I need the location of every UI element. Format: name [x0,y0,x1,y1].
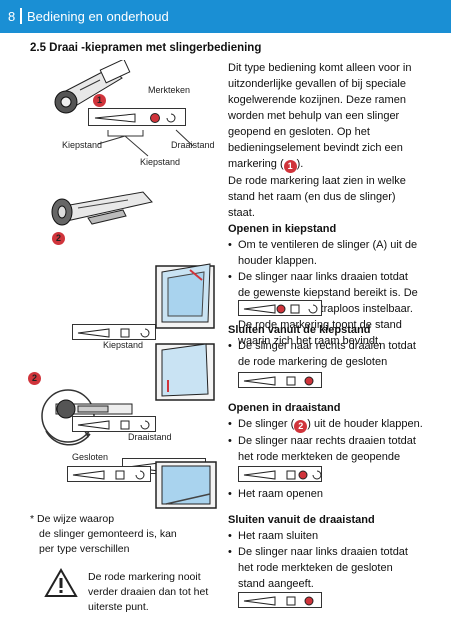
callout-1: 1 [93,94,106,107]
close-turn-bullet-2: De slinger naar links draaien totdat [228,544,443,560]
intro-line: stand het raam (en dus de slinger) [228,191,396,203]
heading-open-turn: Openen in draaistand [228,402,341,414]
open-turn-bullet-1-suffix: ) uit de houder klappen. [307,418,423,430]
label-kiepstand-scale: Kiepstand [103,340,144,350]
position-scale-kiepstand [72,324,156,340]
open-turn-bullet-1: De slinger (2) uit de houder klappen. [228,416,443,433]
window-tilt-illustration [155,263,215,329]
intro-line: worden met behulp van een slinger [228,110,400,122]
footnote-line: de slinger gemonteerd is, kan [39,528,177,540]
warning-line: De rode markering nooit [88,571,201,583]
callout-2b: 2 [28,372,41,385]
warning-line: verder draaien dan tot het [88,586,209,598]
callout-2a: 2 [52,232,65,245]
intro-line: geopend en gesloten. Op het [228,126,370,138]
label-merkteken: Merkteken [148,85,191,95]
close-turn-bullet-2-cont: het rode merkteken de gesloten [238,562,393,574]
position-scale-close-turn [238,592,322,608]
open-tilt-bullet-2: De slinger naar links draaien totdat [228,269,443,285]
close-turn-bullet-1: Het raam sluiten [228,528,443,544]
marker-number-icon: 1 [283,160,297,173]
position-scale-large [88,108,186,126]
header-title: Bediening en onderhoud [27,9,169,24]
intro-line: staat. [228,207,255,219]
footnote-line: per type verschillen [39,543,130,555]
intro-marker-line: markering (1). [228,156,443,173]
warning-text: De rode markering nooit verder draaien d… [88,570,208,615]
intro-line: kogelwerende kozijnen. Deze ramen [228,94,406,106]
open-turn-bullet-2: De slinger naar rechts draaien totdat [228,433,443,449]
crank-handle-illustration-2 [51,191,153,226]
open-window-text: Het raam openen [228,486,443,502]
label-gesloten: Gesloten [72,452,109,462]
header-divider [20,8,22,24]
open-tilt-bullet-1: Om te ventileren de slinger (A) uit de [228,237,443,253]
position-scale-open-tilt [238,300,322,316]
label-kiepstand-left: Kiepstand [62,140,103,150]
window-tilt-closed-illustration [155,343,215,401]
position-scale-open-turn [238,466,322,482]
heading-close-turn: Sluiten vanuit de draaistand [228,514,375,526]
warning-line: uiterste punt. [88,601,149,613]
open-tilt-bullet-2-cont: de gewenste kiepstand bereikt is. De [238,287,418,299]
position-scale-close-tilt [238,372,322,388]
section-heading: 2.5 Draai -kiepramen met slingerbedienin… [30,42,262,54]
warning-icon [44,568,78,597]
intro-line: De rode markering laat zien in welke [228,175,406,187]
intro-line: Dit type bediening komt alleen voor in [228,62,412,74]
heading-open-tilt: Openen in kiepstand [228,223,337,235]
intro-marker-suffix: ). [296,158,304,170]
page-header: 8 Bediening en onderhoud [0,0,451,33]
label-draaistand-scale: Draaistand [128,432,172,442]
footnote: * De wijze waarop de slinger gemonteerd … [30,512,177,557]
open-turn-text: Openen in draaistand De slinger (2) uit … [228,400,443,481]
crank-handle-illustration-1 [54,60,131,114]
handle-number-icon: 2 [294,420,308,433]
open-turn-bullet-1-prefix: De slinger ( [238,418,295,430]
position-scale-gesloten [67,466,151,482]
open-turn-bullet-3: Het raam openen [228,486,443,502]
intro-line: uitzonderlijke gevallen of bij speciale [228,78,406,90]
close-tilt-bullet-1: De slinger naar rechts draaien totdat [228,338,443,354]
close-turn-bullet-2-cont: stand aangeeft. [238,578,314,590]
open-turn-bullet-2-cont: het rode merkteken de geopende [238,451,401,463]
scale-brackets [97,129,194,157]
close-turn-text: Sluiten vanuit de draaistand Het raam sl… [228,512,443,592]
label-draaistand-right: Draaistand [171,140,215,150]
close-tilt-bullet-1-cont: de rode markering de gesloten [238,356,388,368]
intro-line: bedieningselement bevindt zich een [228,142,403,154]
open-tilt-bullet-2-cont: De rode markering toont de stand [238,319,402,331]
footnote-line: * De wijze waarop [30,513,115,525]
intro-marker-prefix: markering ( [228,158,284,170]
heading-close-tilt: Sluiten vanuit de kiepstand [228,324,371,336]
page-number: 8 [8,9,16,24]
window-turn-illustration [155,461,217,509]
position-scale-mid [72,416,156,432]
open-tilt-bullet-1-cont: houder klappen. [238,255,317,267]
label-kiepstand-mid: Kiepstand [140,157,181,167]
